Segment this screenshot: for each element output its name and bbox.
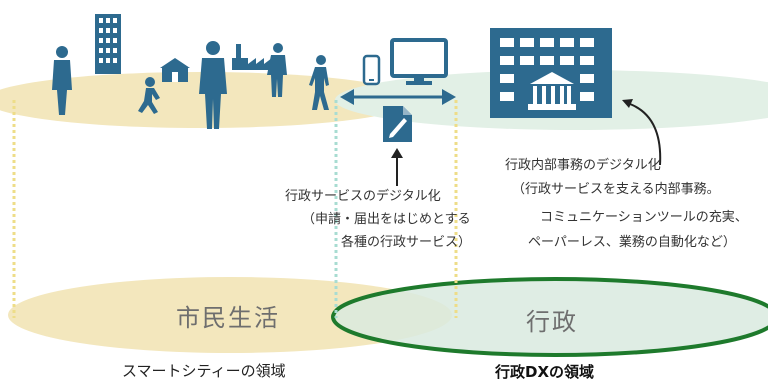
service-note-line1: 行政サービスのデジタル化 xyxy=(285,189,441,204)
smart-city-caption: スマートシティーの領域 xyxy=(122,362,286,380)
service-note-line3: 各種の行政サービス） xyxy=(341,235,472,250)
person-icon xyxy=(267,43,287,97)
person-icon xyxy=(138,77,160,114)
house-icon xyxy=(160,58,190,82)
government-label: 行政 xyxy=(526,308,578,336)
smartphone-icon xyxy=(362,54,381,86)
exchange-double-arrow xyxy=(340,89,456,105)
internal-note-line4: ペーパーレス、業務の自動化など） xyxy=(528,235,736,250)
service-note-arrow xyxy=(391,148,403,186)
person-icon xyxy=(309,55,329,110)
citizen-life-label: 市民生活 xyxy=(176,304,280,332)
building-icon xyxy=(95,14,121,74)
government-building-icon xyxy=(490,28,612,118)
internal-note-arrow xyxy=(622,99,662,166)
gov-dx-caption: 行政DXの領域 xyxy=(495,363,595,381)
document-pen-icon xyxy=(383,106,412,142)
government-bottom-ellipse xyxy=(331,277,768,357)
monitor-icon xyxy=(390,38,448,85)
person-icon xyxy=(52,46,72,115)
internal-note-line2: （行政サービスを支える内部事務。 xyxy=(512,182,720,197)
citizen-bottom-ellipse xyxy=(8,277,452,353)
internal-note-line1: 行政内部事務のデジタル化 xyxy=(505,158,661,173)
internal-note-line3: コミュニケーションツールの充実、 xyxy=(540,210,748,225)
person-icon xyxy=(199,41,227,129)
factory-icon xyxy=(232,44,272,70)
service-note-line2: （申請・届出をはじめとする xyxy=(302,212,471,227)
